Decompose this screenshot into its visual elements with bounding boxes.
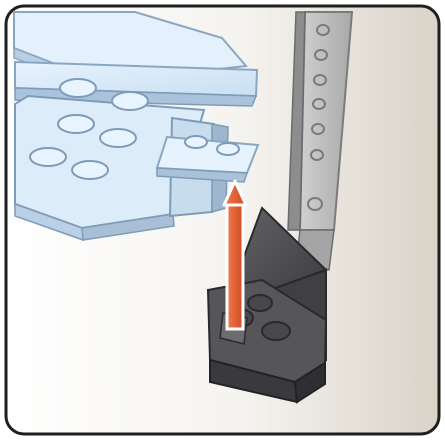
- assembly-arrow-icon: [224, 181, 246, 329]
- light-blue-assembly: [14, 12, 258, 240]
